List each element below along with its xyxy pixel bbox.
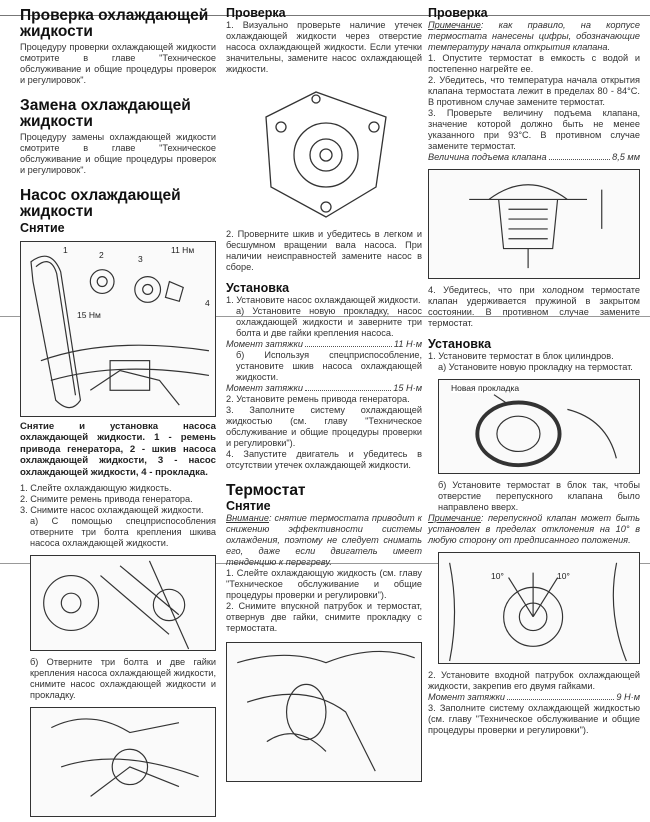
step: 3. Снимите насос охлаждающей жидкости.: [20, 505, 204, 516]
step: 3. Проверьте величину подъема клапана, з…: [428, 108, 640, 151]
text: Процедуру замены охлаждающей жидкости см…: [20, 132, 216, 175]
heading-check: Проверка: [226, 6, 286, 20]
step: 3. Заполните систему охлаждающей жидкост…: [428, 703, 640, 735]
bypass-valve-angle-figure: 10° 10°: [438, 552, 640, 664]
torque-spec: Момент затяжки 11 Н·м: [226, 339, 422, 350]
step: 4. Запустите двигатель и убедитесь в отс…: [226, 449, 422, 470]
callout-torque-15: 15 Нм: [77, 310, 101, 320]
gasket-figure: Новая прокладка: [438, 379, 640, 474]
scan-line: [0, 15, 650, 16]
step: б) Используя спецприспособление, установ…: [236, 350, 422, 382]
heading-removal: Снятие: [226, 499, 271, 513]
step: 1. Визуально проверьте наличие утечек ох…: [226, 20, 422, 74]
pump-figure: [226, 77, 422, 229]
torque-value: 11 Н·м: [393, 339, 422, 349]
valve-lift-spec: Величина подъема клапана 8,5 мм: [428, 152, 640, 163]
step: б) Установите термостат в блок так, чтоб…: [438, 480, 640, 512]
pulley-removal-figure: [30, 555, 216, 652]
step: 1. Установите термостат в блок цилиндров…: [428, 351, 614, 361]
heading-pump: Насос охлаждающей жидкости: [20, 187, 181, 220]
lift-value: 8,5 мм: [612, 152, 640, 162]
lift-label: Величина подъема клапана: [428, 152, 547, 162]
note-label: Примечание: [428, 20, 481, 30]
angle-left-label: 10°: [491, 571, 504, 581]
new-gasket-label: Новая прокладка: [451, 383, 520, 393]
step: 1. Опустите термостат в емкость с водой …: [428, 53, 640, 74]
step: 2. Установите входной патрубок охлаждающ…: [428, 670, 640, 691]
torque-label: Момент затяжки: [428, 692, 505, 702]
callout-4: 4: [205, 298, 210, 308]
note-text: : перепускной клапан может быть установл…: [428, 513, 640, 545]
torque-value: 9 Н·м: [616, 692, 640, 702]
note: Примечание: перепускной клапан может быт…: [428, 513, 640, 546]
torque-spec: Момент затяжки 15 Н·м: [226, 383, 422, 394]
callout-2: 2: [99, 250, 104, 260]
pump-removal-figure: [30, 707, 216, 818]
column-2: Проверка 1. Визуально проверьте наличие …: [226, 0, 422, 782]
step: 2. Снимите ремень привода генератора.: [20, 494, 193, 505]
step: 3. Заполните систему охлаждающей жидкост…: [226, 405, 422, 448]
column-3: Проверка Примечание: как правило, на кор…: [428, 0, 640, 736]
scan-line: [0, 316, 650, 317]
heading-check: Проверка: [428, 6, 488, 20]
step: 1. Слейте охлаждающую жидкость.: [20, 483, 172, 494]
warning-text: : снятие термостата приводит к снижению …: [226, 513, 422, 567]
note-label: Примечание: [428, 513, 481, 523]
callout-torque-11: 11 Нм: [171, 245, 195, 255]
warning-label: Внимание: [226, 513, 269, 523]
callout-1: 1: [63, 245, 68, 255]
step: а) Установите новую прокладку на термост…: [438, 362, 633, 372]
step: 1. Установите насос охлаждающей жидкости…: [226, 295, 421, 305]
thermostat-removal-figure: [226, 642, 422, 782]
scan-line: [0, 563, 650, 564]
column-1: Проверка охлаждающей жидкости Процедуру …: [20, 0, 216, 818]
step: 4. Убедитесь, что при холодном термостат…: [428, 285, 640, 328]
heading-removal: Снятие: [20, 221, 65, 235]
step: 2. Убедитесь, что температура начала отк…: [428, 75, 640, 107]
step: 1. Слейте охлаждающую жидкость (см. глав…: [226, 568, 422, 600]
heading-coolant-replace: Замена охлаждающей жидкости: [20, 97, 191, 130]
heading-install: Установка: [226, 281, 290, 295]
step: а) С помощью спецприспособления отвернит…: [30, 516, 216, 549]
heading-thermostat: Термостат: [226, 482, 306, 499]
text: Процедуру проверки охлаждающей жидкости …: [20, 42, 216, 85]
callout-3: 3: [138, 254, 143, 264]
figure-caption: Снятие и установка насоса охлаждающей жи…: [20, 421, 216, 478]
step: 2. Снимите впускной патрубок и термостат…: [226, 601, 422, 633]
note: Примечание: как правило, на корпусе терм…: [428, 20, 640, 53]
step: а) Установите новую прокладку, насос охл…: [236, 306, 422, 338]
step: 2. Установите ремень привода генератора.: [226, 394, 410, 404]
torque-spec: Момент затяжки 9 Н·м: [428, 692, 640, 703]
torque-value: 15 Н·м: [393, 383, 422, 393]
torque-label: Момент затяжки: [226, 383, 303, 393]
torque-label: Момент затяжки: [226, 339, 303, 349]
pump-exploded-figure: 1 2 3 11 Нм 4 15 Нм: [20, 241, 216, 417]
heading-coolant-check: Проверка охлаждающей жидкости: [20, 7, 209, 40]
thermostat-figure: [428, 169, 640, 279]
step: 2. Проверните шкив и убедитесь в легком …: [226, 229, 422, 272]
note-text: : как правило, на корпусе термостата нан…: [428, 20, 640, 52]
step: б) Отверните три болта и две гайки крепл…: [30, 657, 216, 701]
heading-install: Установка: [428, 337, 492, 351]
angle-right-label: 10°: [557, 571, 570, 581]
warning: Внимание: снятие термостата приводит к с…: [226, 513, 422, 568]
